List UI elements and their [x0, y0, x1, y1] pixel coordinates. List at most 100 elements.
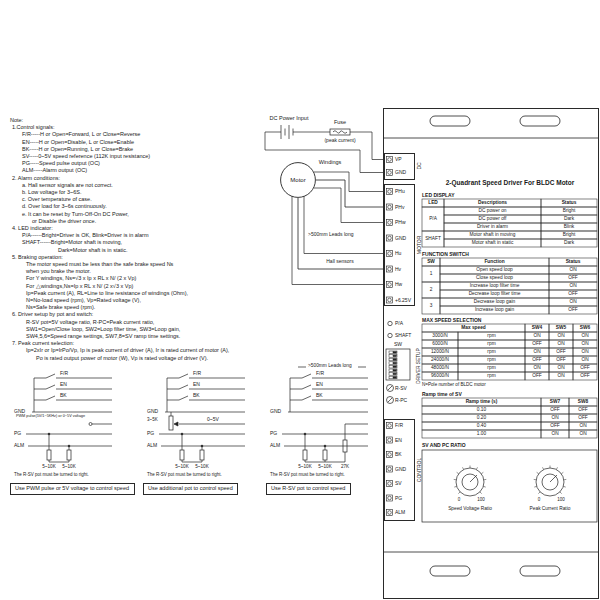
- signal-label: GND: [270, 409, 281, 414]
- table-grid: [569, 406, 597, 414]
- table-grid: [541, 239, 597, 247]
- pot-wiring: [174, 422, 178, 426]
- table-grid: [440, 298, 549, 306]
- dip-switch: [389, 358, 397, 361]
- dial-ticks: [537, 472, 539, 473]
- terminal-screws: [388, 236, 392, 240]
- signal-label: >500mm Leads long: [308, 364, 352, 369]
- caption-text: Use PWM pulse or 5V voltage to control s…: [15, 486, 129, 492]
- signal-label: 5~10K: [298, 465, 311, 470]
- table-grid: [541, 414, 569, 422]
- table-cell: 0.40: [477, 424, 486, 429]
- table-grid: [422, 207, 444, 231]
- terminal-label: PG: [395, 496, 402, 501]
- table-grid: [549, 356, 573, 364]
- driver-outline-parts: [383, 138, 599, 139]
- dial-ticks: [454, 466, 567, 494]
- terminal-screws: [388, 205, 392, 209]
- driver-outline-parts: [430, 116, 470, 126]
- signal-label: BK: [193, 393, 200, 398]
- panel-parts: [387, 385, 394, 392]
- table-grid: [541, 430, 569, 438]
- table-cell: rpm: [487, 366, 495, 371]
- dip-switch: [389, 376, 397, 379]
- dc-supply-wiring: [265, 132, 384, 173]
- terminal-label: +6.25V: [395, 298, 411, 303]
- panel-parts: [387, 397, 394, 404]
- table-cell: Increase loop gain: [475, 308, 514, 313]
- motor-terminal-block: PHuPHvPHwGNDHuHvHw+6.25V: [384, 184, 415, 306]
- terminal-screws: [387, 157, 393, 163]
- table-cell: OFF: [550, 424, 560, 429]
- note-text: PG-----Speed pulse output (OC): [22, 161, 100, 167]
- table-cell: Increase loop filter time: [470, 284, 520, 289]
- table-cell: 24000/N: [431, 358, 449, 363]
- terminal-screws: [388, 496, 392, 500]
- motor-leads: [304, 196, 384, 254]
- panel-label: SW: [394, 342, 402, 347]
- terminal-screws: [387, 466, 393, 472]
- motor-outline: [281, 163, 316, 198]
- note-text: Ip=2xIr or Ip=IrPo/Vp, Ip is peak curren…: [26, 348, 229, 354]
- dip-switch: [389, 355, 397, 358]
- table-grid: [422, 430, 541, 438]
- dip-switch: [393, 362, 396, 363]
- signal-label: 5~10K: [195, 465, 208, 470]
- dip-switch: [389, 351, 397, 379]
- table-cell: Blink: [564, 225, 574, 230]
- table-grid: [458, 356, 525, 364]
- terminal-label: PHu: [395, 189, 405, 194]
- table-cell: OFF: [578, 408, 588, 413]
- note-text: Ip=Peak current (A), RL=Line to line res…: [26, 291, 188, 297]
- panel-label: R-SV: [395, 386, 407, 391]
- table-grid: [422, 282, 440, 298]
- terminal-screws: [387, 510, 393, 516]
- terminal-screws: [387, 481, 393, 487]
- table-cell: Status: [566, 260, 581, 265]
- dial-label: 100: [477, 498, 485, 503]
- table-cell: 0.10: [477, 408, 486, 413]
- table-cell: P/A: [429, 217, 437, 222]
- note-text: 7. Peak current selection:: [12, 341, 74, 347]
- table-grid: [573, 332, 597, 340]
- dip-switch: [393, 377, 396, 378]
- ratio-dials: [536, 468, 564, 496]
- table-grid: [422, 414, 541, 422]
- ratio-dials: [462, 474, 478, 490]
- table-grid: [422, 266, 440, 282]
- note-text: 6. Driver setup by pot and switch:: [12, 312, 93, 318]
- table-cell: Driver in alarm: [477, 225, 508, 230]
- signal-label: PG: [270, 431, 277, 436]
- dial-ticks: [563, 486, 565, 488]
- table-cell: OFF: [532, 374, 542, 379]
- signal-label: PWM pulse(5V/1~5KHz) or 0~5V voltage: [16, 415, 85, 419]
- table-grid: [549, 282, 597, 290]
- dip-switch: [393, 373, 396, 374]
- terminal-screws: [387, 297, 393, 303]
- table-grid: [569, 398, 597, 406]
- terminal-screws: [387, 452, 393, 458]
- table-cell: rpm: [487, 334, 495, 339]
- note-text: P/A------Bright=Driver is OK, Blink=Driv…: [22, 233, 149, 239]
- dip-switch: [389, 369, 397, 372]
- terminal-screws: [387, 282, 393, 288]
- dip-switch: [389, 362, 397, 365]
- table-cell: LED: [428, 201, 438, 206]
- driver-outline-parts: [520, 566, 560, 576]
- table-grid: [458, 372, 525, 380]
- dial-ticks: [457, 472, 459, 473]
- terminal-screws: [387, 437, 393, 443]
- table-cell: ON: [569, 268, 576, 273]
- table-cell: ON: [533, 334, 540, 339]
- ratio-dials: [422, 450, 597, 522]
- table-grid: [444, 207, 541, 215]
- table-grid: [422, 340, 458, 348]
- table-cell: ON: [581, 350, 588, 355]
- table-cell: 2: [430, 288, 433, 293]
- table-grid: [549, 348, 573, 356]
- caption-box: Use PWM pulse or 5V voltage to control s…: [10, 483, 135, 495]
- table-grid: [549, 290, 597, 298]
- table-cell: ON: [557, 334, 564, 339]
- motor-leads: [314, 172, 384, 192]
- terminal-label: PHv: [395, 205, 404, 210]
